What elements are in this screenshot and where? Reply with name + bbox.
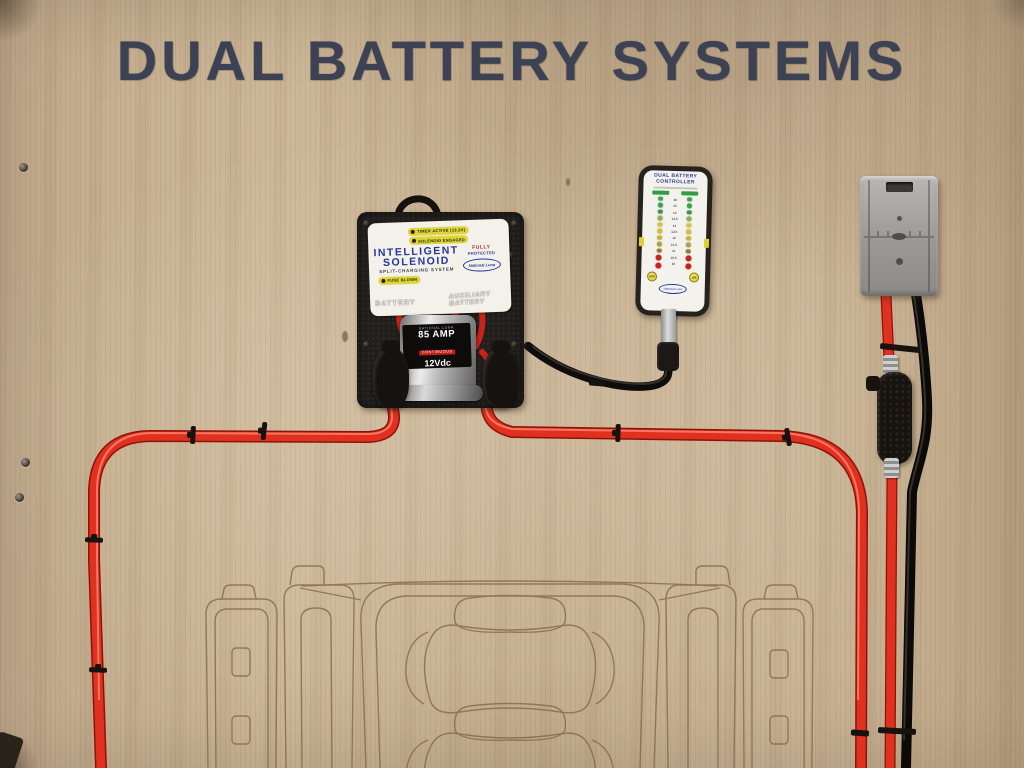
inline-fuse-holder xyxy=(877,372,912,464)
connector-tick xyxy=(887,231,889,238)
column-header-bar xyxy=(652,190,670,195)
national-luna-logo: National Luna xyxy=(658,283,687,295)
usb-plug-metal xyxy=(661,309,676,345)
auxiliary-red-cable xyxy=(480,392,869,768)
led-column xyxy=(650,190,670,269)
led-dot xyxy=(411,238,417,243)
fuse-blown-label: FUSE BLOWN xyxy=(387,276,418,283)
amp-rating: 85 AMP xyxy=(417,328,456,341)
main-battery-red-cable xyxy=(88,387,400,768)
controller-cable xyxy=(523,341,673,391)
led xyxy=(657,215,663,221)
led-dot xyxy=(381,278,386,283)
plate-screw xyxy=(363,341,370,348)
solenoid-engaged-label: SOLENOID ENGAGED xyxy=(417,236,466,244)
auxiliary-terminal-label: AUXILIARY BATTERY xyxy=(448,290,492,308)
wood-knot xyxy=(566,178,570,186)
cylinder-flange xyxy=(393,385,483,401)
national-luna-logo: National Luna xyxy=(462,257,502,273)
led-column xyxy=(679,191,699,270)
wood-knot xyxy=(342,331,348,342)
led xyxy=(686,242,691,247)
column-header-bar xyxy=(681,191,699,196)
cable-ties xyxy=(84,343,921,737)
board-screw xyxy=(21,458,30,467)
usb-plug-boot xyxy=(657,342,679,371)
solenoid-top-wire xyxy=(394,195,441,220)
on-button: ON xyxy=(688,272,700,283)
right-terminal-boot xyxy=(483,340,519,408)
led xyxy=(687,203,692,208)
anderson-connector xyxy=(860,176,938,296)
led xyxy=(655,262,662,269)
brand-logo-block: FULLY PROTECTED National Luna xyxy=(462,244,505,273)
led xyxy=(686,222,692,228)
controller-buttons: OFF ON xyxy=(646,271,700,283)
fuse-crimp-bottom xyxy=(884,458,899,478)
led xyxy=(657,228,662,234)
off-button: OFF xyxy=(646,271,658,282)
led xyxy=(657,235,662,240)
timer-active-label: TIMER ACTIVE (13.2V) xyxy=(416,227,466,234)
board-title: DUAL BATTERY SYSTEMS xyxy=(116,29,908,92)
led xyxy=(657,241,662,247)
solenoid-cylinder: NATIONAL LUNA 85 AMP CONTINUOUS 12Vdc xyxy=(393,315,483,401)
led xyxy=(656,248,662,253)
voltage-rating: 12Vdc xyxy=(424,357,452,369)
led xyxy=(687,196,693,202)
timer-active-led-strip: TIMER ACTIVE (13.2V) xyxy=(407,225,469,236)
logo-text: PROTECTED xyxy=(467,250,496,257)
led xyxy=(657,222,663,227)
duty-rating: CONTINUOUS xyxy=(418,349,456,356)
board-screw xyxy=(19,163,28,172)
led xyxy=(657,209,663,214)
led xyxy=(687,209,692,215)
controller-title: DUAL BATTERY CONTROLLER xyxy=(654,172,698,186)
solenoid-engaged-led-strip: SOLENOID ENGAGED xyxy=(408,234,469,246)
connector-bolt-hole xyxy=(896,258,903,265)
led xyxy=(658,202,663,208)
left-terminal-boot xyxy=(373,340,409,408)
plate-screw xyxy=(363,220,370,227)
plate-screw xyxy=(511,341,518,348)
led xyxy=(686,216,692,221)
led xyxy=(655,254,663,261)
connector-pin xyxy=(897,216,902,221)
battery-terminal-label: BATTERY xyxy=(374,299,416,308)
connector-slot xyxy=(886,182,913,192)
plate-screw xyxy=(511,220,518,227)
intelligent-solenoid-unit: TIMER ACTIVE (13.2V) SOLENOID ENGAGED IN… xyxy=(357,212,524,408)
controller-subtitle-bar xyxy=(653,185,698,190)
led xyxy=(658,196,663,201)
fuse-holder-clip xyxy=(866,376,880,391)
connector-tick xyxy=(919,231,921,238)
led-dot xyxy=(410,229,416,234)
fuse-blown-led-strip: FUSE BLOWN xyxy=(378,275,421,285)
led xyxy=(685,255,692,262)
led xyxy=(686,229,692,234)
connector-contact-window xyxy=(892,233,906,240)
solenoid-title: INTELLIGENT SOLENOID xyxy=(373,244,459,269)
scale-value: 10 xyxy=(671,262,676,267)
fuse-crimp-top xyxy=(883,355,898,375)
led xyxy=(686,248,691,254)
yellow-marker xyxy=(638,237,645,247)
led xyxy=(686,235,691,241)
connector-tick xyxy=(909,231,911,238)
cylinder-rating-label: NATIONAL LUNA 85 AMP CONTINUOUS 12Vdc xyxy=(402,322,472,370)
yellow-marker xyxy=(703,238,710,248)
plate-screw xyxy=(507,252,514,259)
anderson-black-lead xyxy=(901,289,933,768)
led xyxy=(684,263,692,270)
board-screw xyxy=(15,493,24,502)
connector-tick xyxy=(877,231,879,238)
